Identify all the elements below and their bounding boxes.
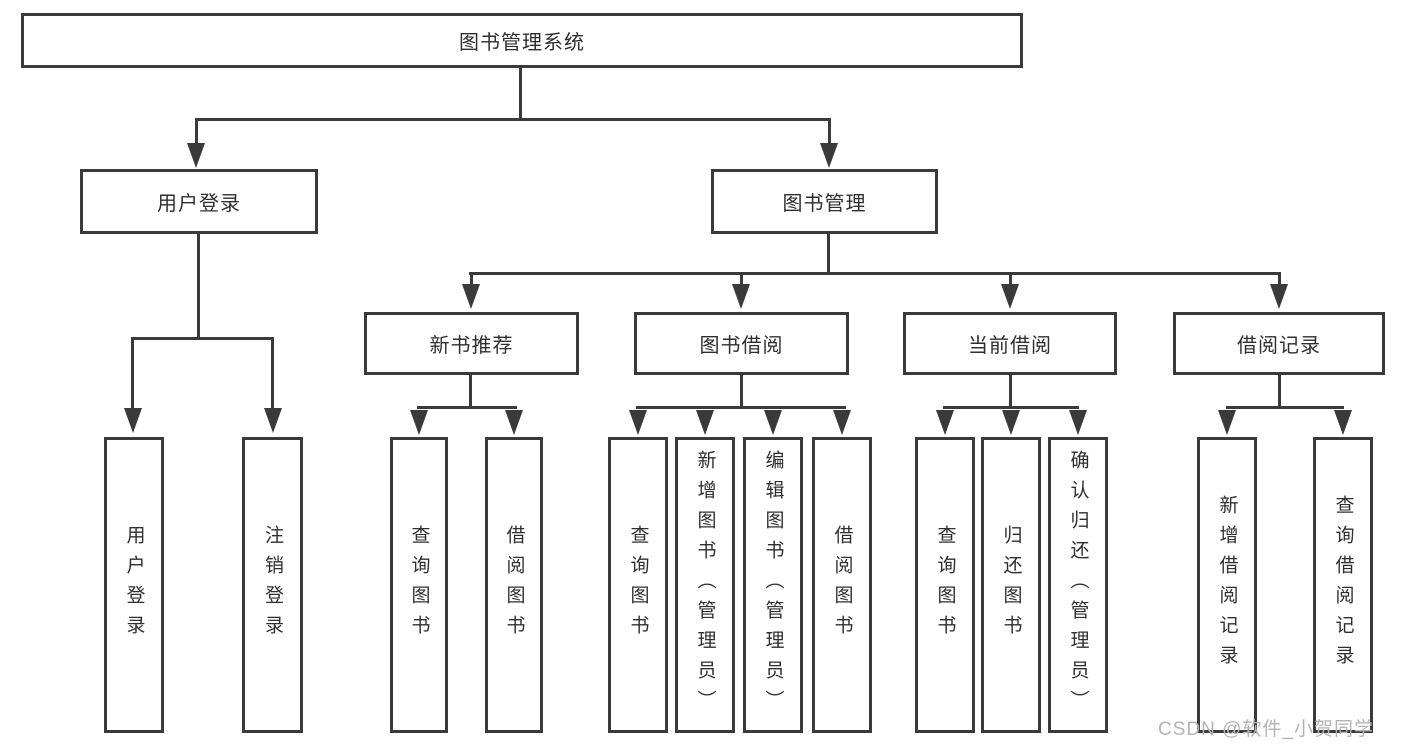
arrowhead-borrow-books-2 — [833, 410, 851, 435]
arrowhead-query-books-2 — [629, 410, 647, 435]
connector-stem-current-borrow — [1009, 275, 1012, 285]
leaf-borrow-books-1-label: 借阅图书 — [503, 525, 525, 645]
node-book-borrow-label: 图书借阅 — [699, 335, 784, 357]
leaf-edit-book-admin: 编辑图书（管理员） — [743, 437, 803, 733]
connector-level3-rail — [469, 272, 1281, 275]
connector-stem-leaf-login — [131, 340, 134, 409]
leaf-query-books-2: 查询图书 — [608, 437, 668, 733]
connector-root-stem — [519, 68, 522, 121]
connector-current-borrow-stem — [1009, 375, 1012, 408]
node-user-login: 用户登录 — [80, 169, 318, 234]
arrowhead-borrow-records — [1270, 284, 1288, 309]
connector-book-borrow-rail — [636, 406, 846, 409]
arrowhead-query-borrow-record — [1334, 410, 1352, 435]
leaf-add-borrow-record: 新增借阅记录 — [1197, 437, 1257, 733]
node-book-management-label: 图书管理 — [782, 193, 867, 215]
connector-new-book-stem — [469, 375, 472, 408]
arrowhead-book-management — [820, 143, 838, 168]
arrowhead-confirm-return-admin — [1069, 410, 1087, 435]
leaf-add-book-admin-label: 新增图书（管理员） — [694, 450, 716, 720]
arrowhead-borrow-books-1 — [505, 410, 523, 435]
connector-borrow-records-rail — [1226, 406, 1344, 409]
leaf-return-book: 归还图书 — [981, 437, 1041, 733]
connector-stem-leaf-logout — [271, 340, 274, 409]
arrowhead-leaf-login — [124, 408, 142, 433]
leaf-borrow-books-2-label: 借阅图书 — [831, 525, 853, 645]
leaf-borrow-books-1: 借阅图书 — [485, 437, 543, 733]
leaf-query-books-2-label: 查询图书 — [627, 525, 649, 645]
leaf-borrow-books-2: 借阅图书 — [812, 437, 872, 733]
node-new-book-recommend: 新书推荐 — [364, 312, 579, 375]
connector-stem-book-borrow — [740, 275, 743, 285]
connector-user-login-rail — [131, 337, 274, 340]
leaf-query-borrow-record-label: 查询借阅记录 — [1332, 495, 1354, 675]
connector-stem-borrow-records — [1278, 275, 1281, 285]
node-borrow-records: 借阅记录 — [1173, 312, 1385, 375]
node-root: 图书管理系统 — [21, 13, 1023, 68]
arrowhead-current-borrow — [1001, 284, 1019, 309]
connector-stem-book-management — [828, 121, 831, 144]
connector-stem-new-book — [470, 275, 473, 285]
connector-new-book-rail — [417, 406, 517, 409]
arrowhead-leaf-logout — [264, 408, 282, 433]
leaf-add-book-admin: 新增图书（管理员） — [675, 437, 735, 733]
arrowhead-book-borrow — [732, 284, 750, 309]
leaf-confirm-return-admin-label: 确认归还（管理员） — [1067, 450, 1089, 720]
node-current-borrow-label: 当前借阅 — [968, 335, 1052, 357]
node-new-book-recommend-label: 新书推荐 — [429, 335, 514, 357]
node-borrow-records-label: 借阅记录 — [1237, 335, 1321, 357]
watermark: CSDN @软件_小贺同学 — [1158, 719, 1374, 740]
node-book-borrow: 图书借阅 — [634, 312, 849, 375]
connector-level2-rail — [195, 118, 831, 121]
node-book-management: 图书管理 — [711, 169, 938, 234]
arrowhead-return-book — [1002, 410, 1020, 435]
arrowhead-user-login — [187, 143, 205, 168]
leaf-query-books-3: 查询图书 — [915, 437, 975, 733]
leaf-query-books-3-label: 查询图书 — [934, 525, 956, 645]
arrowhead-query-books-1 — [410, 410, 428, 435]
arrowhead-edit-book-admin — [764, 410, 782, 435]
leaf-logout: 注销登录 — [242, 437, 303, 733]
leaf-query-borrow-record: 查询借阅记录 — [1313, 437, 1373, 733]
leaf-return-book-label: 归还图书 — [1000, 525, 1022, 645]
leaf-query-books-1: 查询图书 — [390, 437, 448, 733]
leaf-add-borrow-record-label: 新增借阅记录 — [1216, 495, 1238, 675]
leaf-query-books-1-label: 查询图书 — [408, 525, 430, 645]
leaf-logout-label: 注销登录 — [262, 525, 283, 645]
leaf-user-login: 用户登录 — [104, 437, 164, 733]
leaf-confirm-return-admin: 确认归还（管理员） — [1048, 437, 1108, 733]
connector-book-borrow-stem — [740, 375, 743, 408]
connector-user-login-stem — [197, 234, 200, 340]
node-current-borrow: 当前借阅 — [903, 312, 1117, 375]
node-user-login-label: 用户登录 — [157, 193, 241, 215]
leaf-user-login-label: 用户登录 — [123, 525, 145, 645]
arrowhead-query-books-3 — [936, 410, 954, 435]
connector-book-management-stem — [827, 234, 830, 275]
arrowhead-new-book — [462, 284, 480, 309]
connector-current-borrow-rail — [943, 406, 1079, 409]
connector-stem-user-login — [195, 121, 198, 144]
leaf-edit-book-admin-label: 编辑图书（管理员） — [762, 450, 784, 720]
arrowhead-add-borrow-record — [1218, 410, 1236, 435]
node-root-label: 图书管理系统 — [459, 32, 585, 54]
connector-borrow-records-stem — [1278, 375, 1281, 408]
arrowhead-add-book-admin — [696, 410, 714, 435]
